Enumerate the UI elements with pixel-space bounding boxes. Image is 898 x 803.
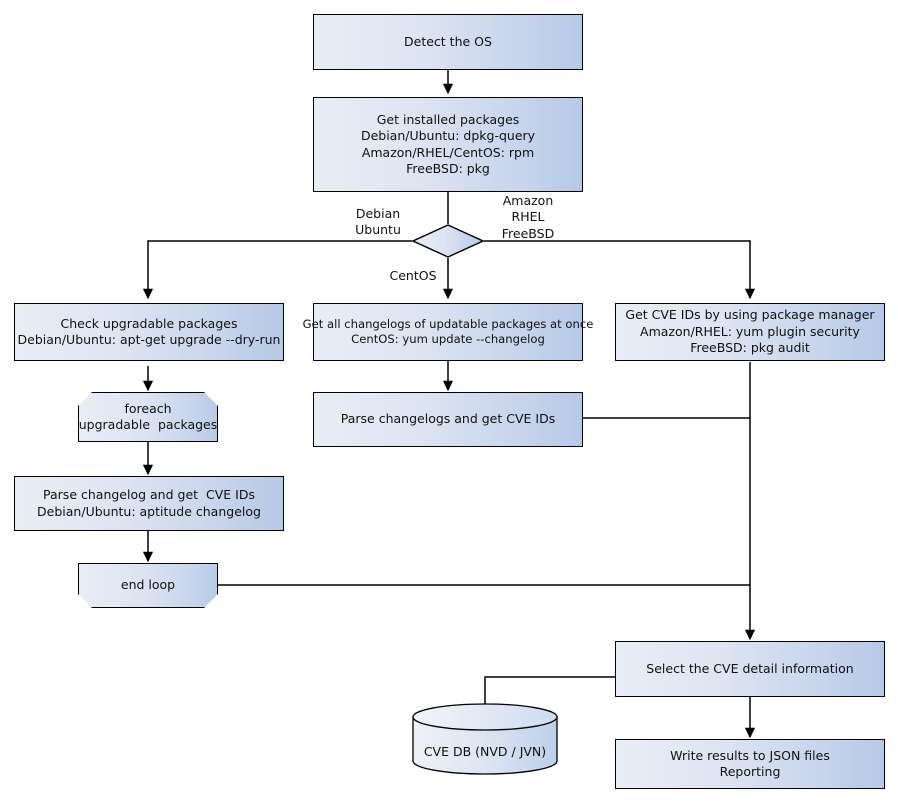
node-end-loop[interactable]: end loop xyxy=(78,563,218,608)
edge-label-centos: CentOS xyxy=(389,268,437,283)
edge-decision-to-cve-pkg-manager xyxy=(484,240,756,300)
node-os-decision[interactable] xyxy=(411,224,485,258)
edge-decision-to-check-upgradable xyxy=(142,240,412,300)
node-parse-changelogs-get-cve-ids[interactable]: Parse changelogs and get CVE IDs xyxy=(313,392,583,447)
node-foreach-upgradable-packages[interactable]: foreach upgradable packages xyxy=(78,392,218,442)
node-parse-changelog-get-cve-ids[interactable]: Parse changelog and get CVE IDs Debian/U… xyxy=(14,476,284,531)
node-get-installed-packages[interactable]: Get installed packages Debian/Ubuntu: dp… xyxy=(313,97,583,192)
cve-db-label: CVE DB (NVD / JVN) xyxy=(423,743,547,759)
node-select-cve-detail-information[interactable]: Select the CVE detail information xyxy=(615,641,885,697)
node-check-upgradable-packages[interactable]: Check upgradable packages Debian/Ubuntu:… xyxy=(14,303,284,361)
edge-label-debian-ubuntu: Debian Ubuntu xyxy=(355,206,401,238)
node-get-cve-ids-package-manager[interactable]: Get CVE IDs by using package manager Ama… xyxy=(615,303,885,361)
node-cve-db[interactable]: CVE DB (NVD / JVN) xyxy=(412,703,558,775)
node-get-all-changelogs[interactable]: Get all changelogs of updatable packages… xyxy=(303,303,593,361)
node-write-results-json[interactable]: Write results to JSON files Reporting xyxy=(615,739,885,789)
node-detect-os[interactable]: Detect the OS xyxy=(313,14,583,70)
edge-label-amazon-rhel-freebsd: Amazon RHEL FreeBSD xyxy=(501,193,555,241)
